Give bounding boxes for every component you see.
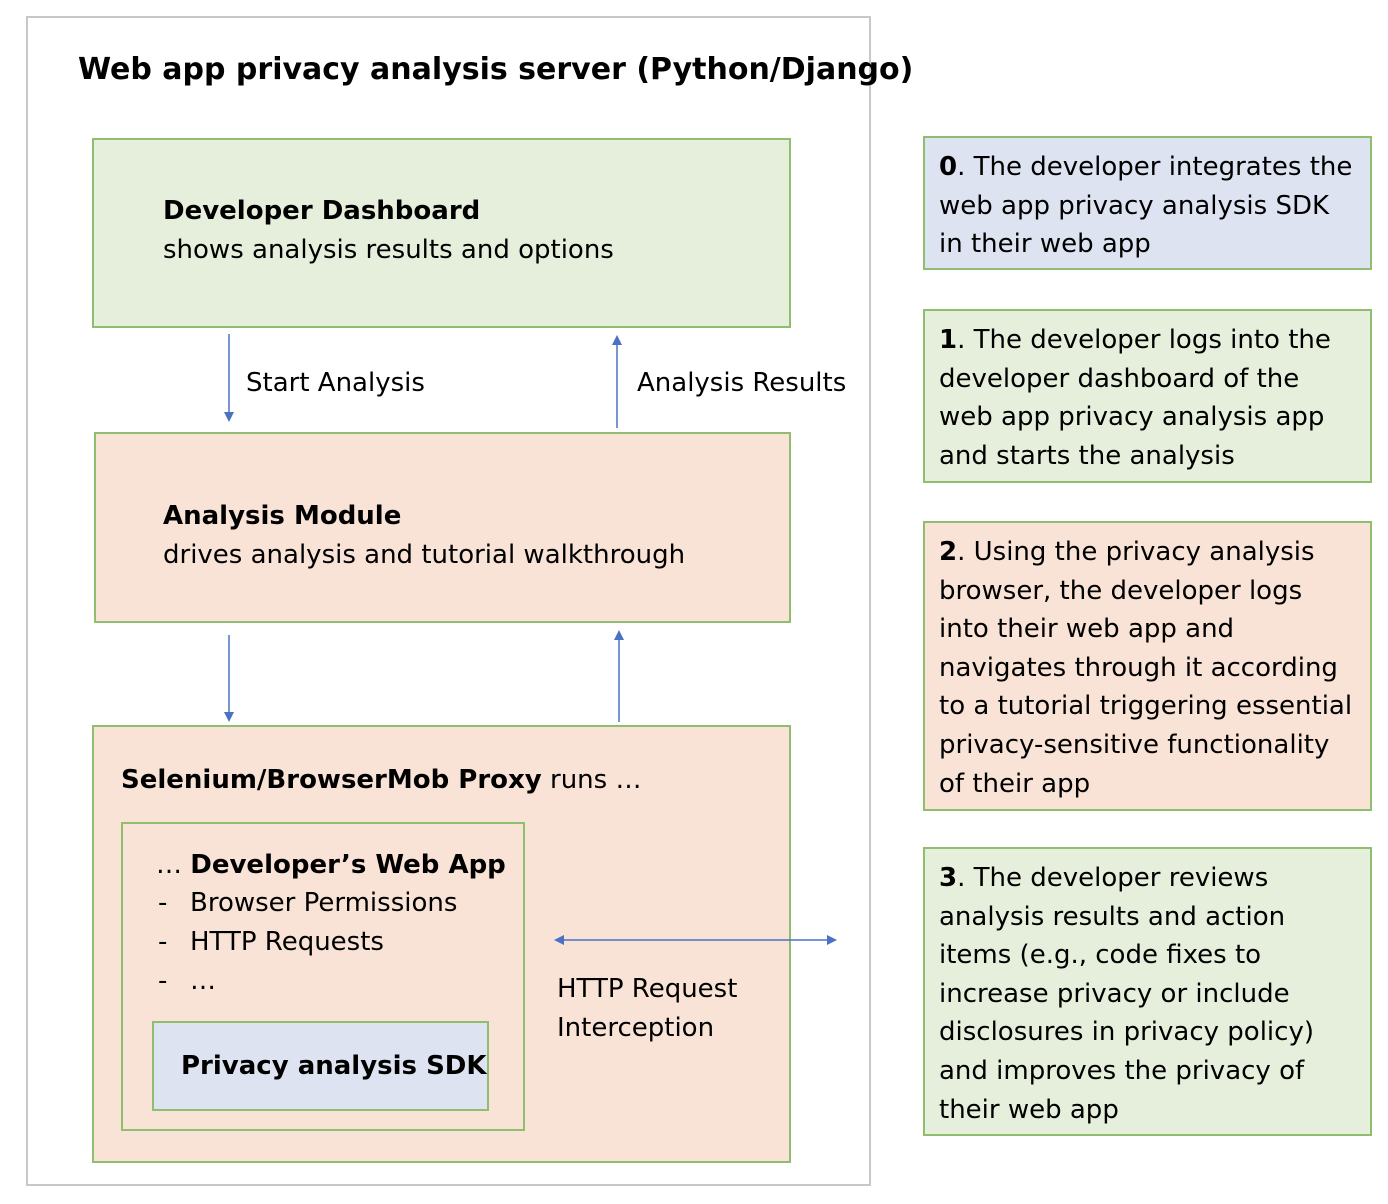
step-box-0: 0. The developer integrates the web app … [923,136,1372,270]
proxy-title: Selenium/BrowserMob Proxy runs … [121,761,641,800]
analysis-results-label: Analysis Results [637,368,847,398]
step-text: . The developer integrates the web app p… [939,152,1353,260]
step-number: 1 [939,325,958,355]
analysis-module-desc: drives analysis and tutorial walkthrough [163,540,686,570]
list-item: - [158,888,168,918]
list-item-text: Browser Permissions [190,888,458,918]
step-box-1: 1. The developer logs into the developer… [923,309,1372,483]
webapp-title: … Developer’s Web App [156,846,506,885]
step-text: . Using the privacy analysis browser, th… [939,537,1353,799]
developer-dashboard-title: Developer Dashboard [163,196,481,226]
http-interception-label: HTTP Request Interception [557,974,738,1043]
step-number: 0 [939,152,958,182]
step-number: 2 [939,537,958,567]
sdk-box: Privacy analysis SDK [152,1021,489,1111]
analysis-module-title: Analysis Module [163,501,402,531]
list-item: - [158,966,168,996]
proxy-name: Selenium/BrowserMob Proxy [121,765,542,795]
step-text: . The developer logs into the developer … [939,325,1331,471]
start-analysis-label: Start Analysis [246,368,425,398]
developer-dashboard-box: Developer Dashboard shows analysis resul… [92,138,791,328]
server-title: Web app privacy analysis server (Python/… [78,52,914,87]
analysis-module-box: Analysis Module drives analysis and tuto… [94,432,791,623]
list-item-text: HTTP Requests [190,927,384,957]
step-box-3: 3. The developer reviews analysis result… [923,847,1372,1136]
developer-dashboard-desc: shows analysis results and options [163,235,614,265]
step-box-2: 2. Using the privacy analysis browser, t… [923,521,1372,811]
webapp-prefix: … [156,850,191,880]
list-item: - [158,927,168,957]
sdk-name: Privacy analysis SDK [181,1051,487,1081]
proxy-suffix: runs … [541,765,642,795]
step-number: 3 [939,863,958,893]
step-text: . The developer reviews analysis results… [939,863,1314,1125]
list-item-text: … [190,966,216,996]
webapp-name: Developer’s Web App [190,850,506,880]
